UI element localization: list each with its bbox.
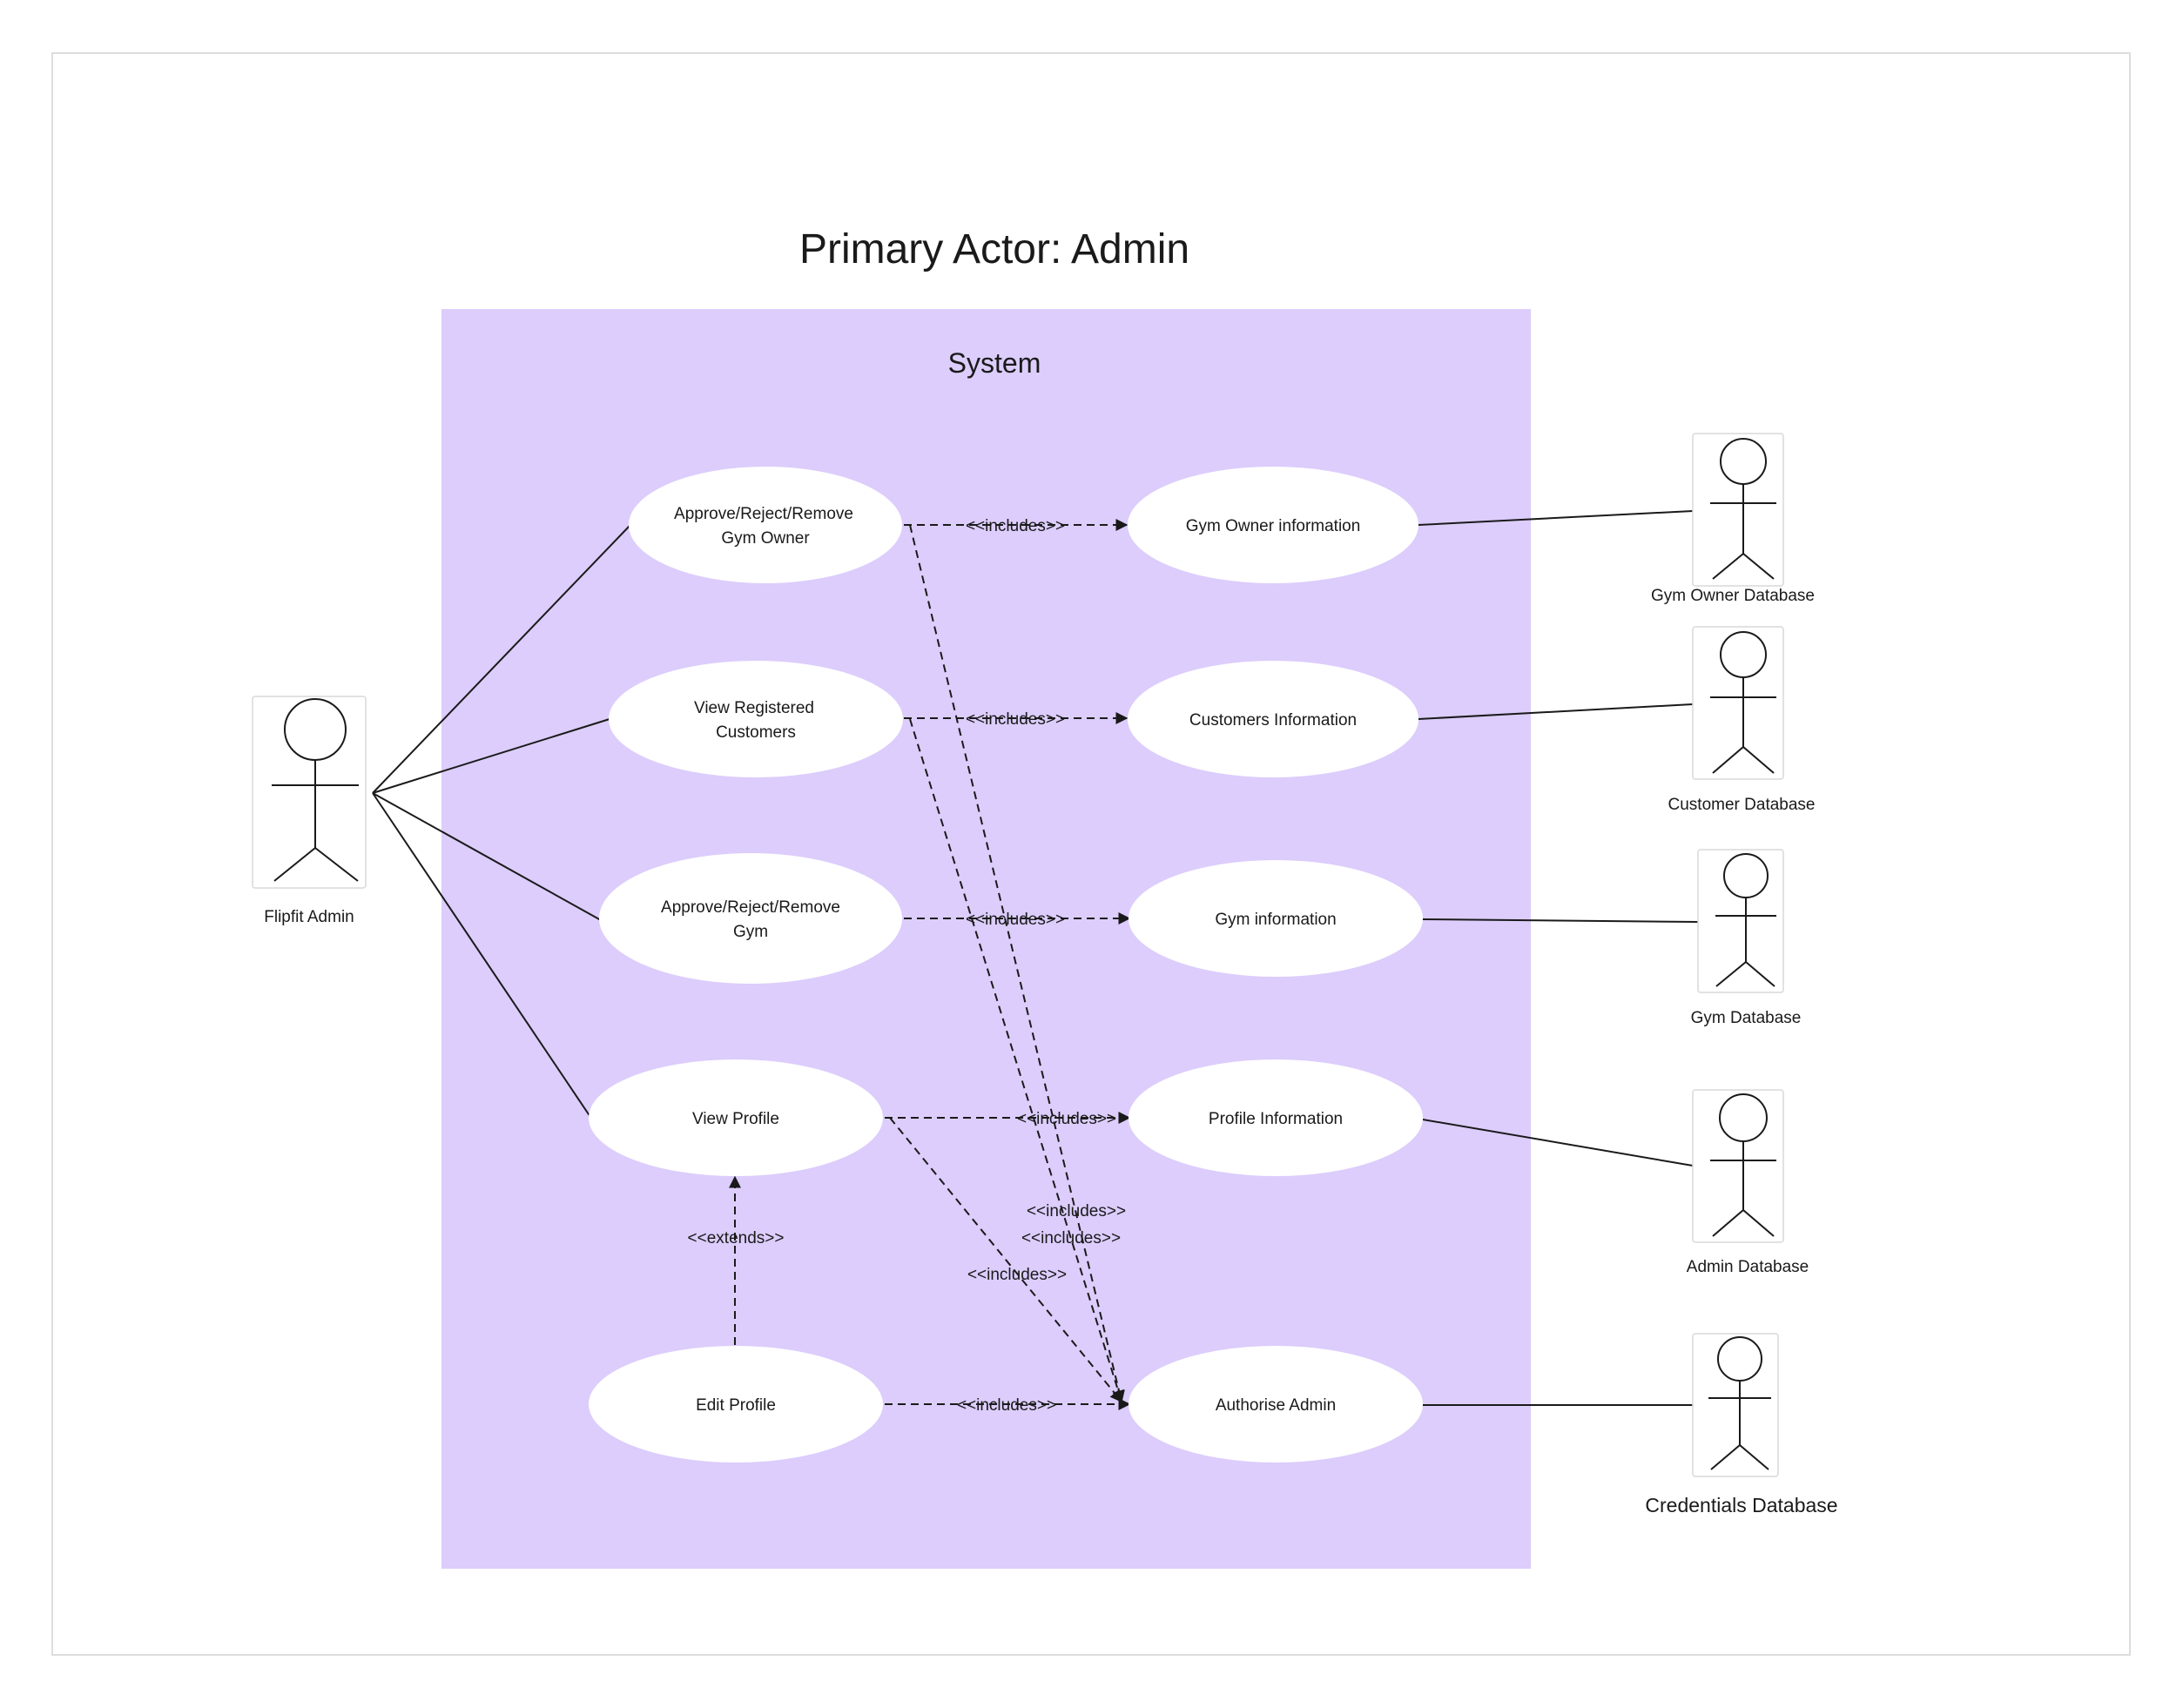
- dependencies: [729, 519, 1131, 1410]
- use-case-view-profile[interactable]: View Profile: [589, 1059, 883, 1176]
- use-case-label: Gym information: [1215, 911, 1336, 929]
- use-case-approve-gym-owner[interactable]: Approve/Reject/Remove Gym Owner: [629, 467, 902, 583]
- assoc-gym-db: [1422, 918, 1699, 923]
- use-case-authorise-admin[interactable]: Authorise Admin: [1129, 1346, 1423, 1463]
- use-case-label: Gym Owner: [721, 529, 810, 548]
- label-includes: <<includes>>: [967, 1266, 1067, 1284]
- use-case-label: Gym: [733, 923, 768, 941]
- assoc-view-profile: [372, 792, 591, 1118]
- stick-figure-icon: [1708, 1336, 1771, 1470]
- actor-label: Gym Database: [1691, 1009, 1802, 1027]
- diagram-title: Primary Actor: Admin: [799, 226, 1189, 272]
- actor-admin-database[interactable]: Admin Database: [1687, 1089, 1809, 1276]
- primary-associations: [372, 524, 631, 1118]
- stick-figure-icon: [1710, 438, 1776, 580]
- actor-gym-database[interactable]: Gym Database: [1691, 849, 1802, 1027]
- actor-label: Credentials Database: [1645, 1494, 1837, 1516]
- actor-label: Gym Owner Database: [1651, 587, 1815, 605]
- label-includes: <<includes>>: [966, 911, 1065, 929]
- actor-credentials-database[interactable]: Credentials Database: [1645, 1333, 1838, 1516]
- use-case-approve-gym[interactable]: Approve/Reject/Remove Gym: [599, 853, 902, 984]
- assoc-gym-owner-db: [1418, 510, 1694, 526]
- use-case-label: Edit Profile: [696, 1396, 776, 1415]
- actor-label: Flipfit Admin: [264, 908, 354, 926]
- use-case-label: Approve/Reject/Remove: [661, 898, 840, 917]
- use-case-edit-profile[interactable]: Edit Profile: [589, 1346, 883, 1463]
- stick-figure-icon: [1715, 853, 1776, 987]
- actor-gym-owner-database[interactable]: Gym Owner Database: [1651, 433, 1815, 605]
- label-includes: <<includes>>: [1027, 1202, 1126, 1220]
- actor-label: Admin Database: [1687, 1258, 1809, 1276]
- actor-label: Customer Database: [1668, 796, 1816, 814]
- assoc-approve-gym: [372, 792, 602, 921]
- label-includes: <<includes>>: [1017, 1110, 1116, 1128]
- actor-customer-database[interactable]: Customer Database: [1668, 626, 1816, 814]
- use-case-gym-info[interactable]: Gym information: [1129, 860, 1423, 977]
- actor-flipfit-admin[interactable]: Flipfit Admin: [252, 696, 367, 926]
- include-authorise-from-customers: [909, 718, 1124, 1403]
- relation-labels: <<includes>> <<includes>> <<includes>> <…: [688, 517, 1127, 1415]
- label-includes: <<includes>>: [957, 1396, 1056, 1415]
- assoc-admin-db: [1422, 1119, 1694, 1167]
- label-includes: <<includes>>: [966, 517, 1065, 535]
- label-extends: <<extends>>: [688, 1229, 785, 1247]
- stick-figure-icon: [272, 698, 359, 882]
- stick-figure-icon: [1710, 1093, 1776, 1237]
- include-authorise-from-gym-owner: [909, 524, 1125, 1403]
- use-case-profile-info[interactable]: Profile Information: [1129, 1059, 1423, 1176]
- use-case-label: View Registered: [694, 699, 814, 717]
- label-includes: <<includes>>: [966, 710, 1065, 729]
- stick-figure-icon: [1710, 631, 1776, 774]
- use-case-label: Authorise Admin: [1216, 1396, 1336, 1415]
- assoc-view-customers: [372, 718, 610, 794]
- use-case-label: Customers Information: [1189, 711, 1357, 730]
- use-case-label: Profile Information: [1209, 1110, 1343, 1128]
- assoc-customer-db: [1418, 703, 1694, 720]
- label-includes: <<includes>>: [1021, 1229, 1121, 1247]
- include-authorise-from-profile: [889, 1117, 1122, 1403]
- system-title: System: [948, 347, 1041, 379]
- use-case-label: View Profile: [692, 1110, 779, 1128]
- use-case-label: Customers: [716, 723, 796, 742]
- use-case-label: Gym Owner information: [1186, 517, 1361, 535]
- use-case-gym-owner-info[interactable]: Gym Owner information: [1128, 467, 1418, 583]
- use-case-label: Approve/Reject/Remove: [674, 505, 853, 523]
- secondary-associations: [1418, 510, 1699, 1406]
- use-case-view-customers[interactable]: View Registered Customers: [609, 661, 903, 777]
- use-case-customers-info[interactable]: Customers Information: [1128, 661, 1418, 777]
- assoc-approve-gym-owner: [372, 524, 631, 794]
